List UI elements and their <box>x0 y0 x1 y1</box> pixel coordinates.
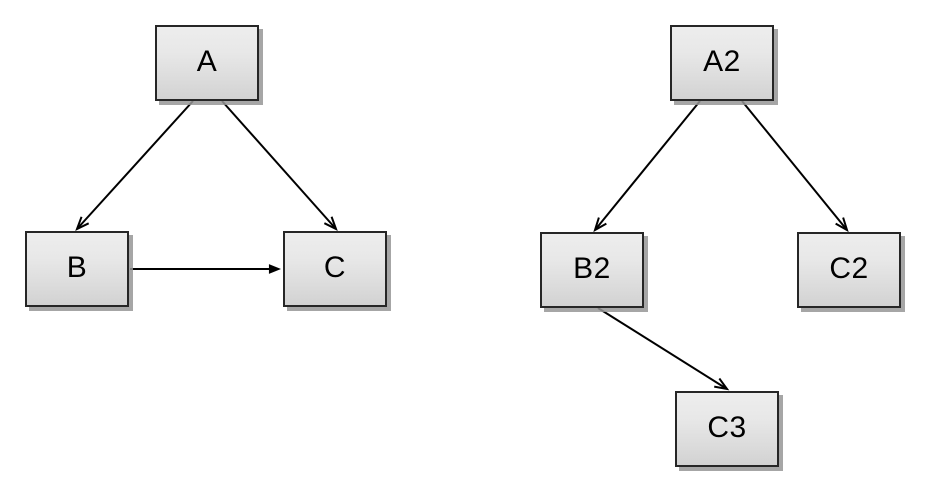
arrowhead-icon <box>714 377 730 391</box>
node-a[interactable]: A <box>155 25 259 101</box>
node-c[interactable]: C <box>283 231 387 307</box>
edge-line <box>741 100 848 230</box>
node-label: B2 <box>573 252 611 285</box>
edge-line <box>76 100 194 229</box>
arrowhead-icon <box>593 217 607 233</box>
node-label: A <box>196 45 218 78</box>
node-label: C2 <box>829 252 869 285</box>
node-label: C3 <box>707 411 747 444</box>
edge-b-to-c <box>130 264 281 274</box>
edge-a2-to-b2 <box>593 100 701 233</box>
node-c3[interactable]: C3 <box>675 391 779 467</box>
edge-line <box>221 100 337 229</box>
node-c2[interactable]: C2 <box>797 232 901 308</box>
arrowhead-icon <box>835 217 849 233</box>
node-label: A2 <box>703 45 741 78</box>
edge-a-to-b <box>75 100 194 231</box>
node-a2[interactable]: A2 <box>670 25 774 101</box>
edge-a2-to-c2 <box>741 100 849 233</box>
node-b2[interactable]: B2 <box>540 232 644 308</box>
arrowhead-icon <box>323 216 338 232</box>
edge-b2-to-c3 <box>597 307 730 391</box>
node-b[interactable]: B <box>25 231 129 307</box>
arrowhead-icon <box>268 264 281 274</box>
arrowhead-icon <box>75 216 90 231</box>
edge-a-to-c <box>221 100 338 232</box>
node-label: B <box>66 251 88 284</box>
edge-line <box>597 307 727 390</box>
edge-line <box>594 100 701 230</box>
node-label: C <box>323 251 347 284</box>
